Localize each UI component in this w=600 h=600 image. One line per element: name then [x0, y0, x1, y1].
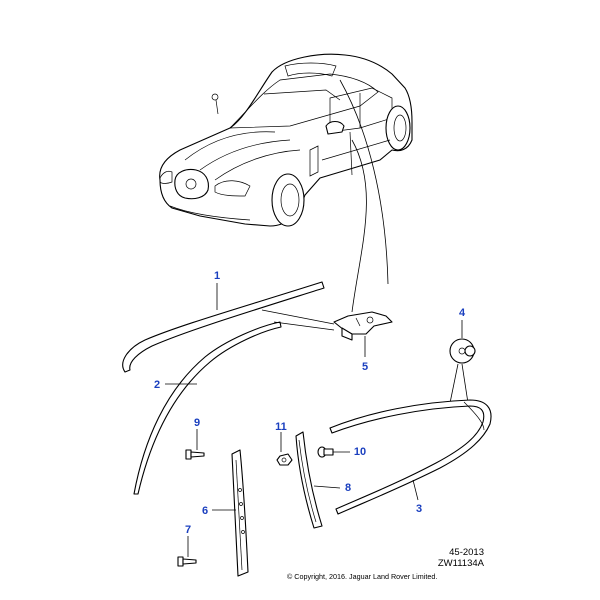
part-10-clip — [317, 446, 334, 458]
part-11-nut — [276, 453, 293, 466]
callout-4: 4 — [459, 307, 466, 319]
callout-6: 6 — [202, 505, 208, 517]
callout-8: 8 — [345, 482, 351, 494]
leader-1-to-5 — [261, 309, 335, 325]
callout-7: 7 — [185, 524, 191, 536]
callout-3: 3 — [416, 503, 422, 515]
part-3-door-frame-moulding — [329, 399, 492, 515]
part-8-b-pillar-applique — [295, 431, 323, 529]
drawing-date-code: 45-2013 — [449, 547, 484, 558]
part-7-screw — [177, 556, 197, 567]
copyright-notice: © Copyright, 2016. Jaguar Land Rover Lim… — [287, 572, 438, 581]
part-2-a-pillar-finisher — [133, 321, 282, 495]
callout-11: 11 — [275, 421, 287, 433]
part-9-screw — [185, 449, 205, 460]
part-1-roof-moulding — [122, 281, 325, 373]
pointer-line-to-part-5 — [351, 139, 367, 313]
callout-9: 9 — [194, 417, 200, 429]
leader-4-to-3b — [461, 363, 469, 404]
part-5-bracket — [333, 311, 393, 341]
leader-2-to-5 — [273, 321, 335, 331]
pointer-line-to-part-3 — [339, 79, 389, 285]
drawing-number: ZW11134A — [437, 558, 484, 569]
car-illustration — [159, 53, 413, 227]
callout-5: 5 — [362, 361, 368, 373]
callout-2: 2 — [154, 379, 160, 391]
part-6-a-pillar-trim — [231, 449, 249, 577]
callout-10: 10 — [354, 446, 366, 458]
leader-8 — [313, 485, 341, 489]
callout-1: 1 — [214, 270, 220, 282]
leader-3 — [412, 479, 419, 501]
part-4-grommet — [449, 338, 476, 364]
leader-4-to-3a — [449, 363, 459, 404]
